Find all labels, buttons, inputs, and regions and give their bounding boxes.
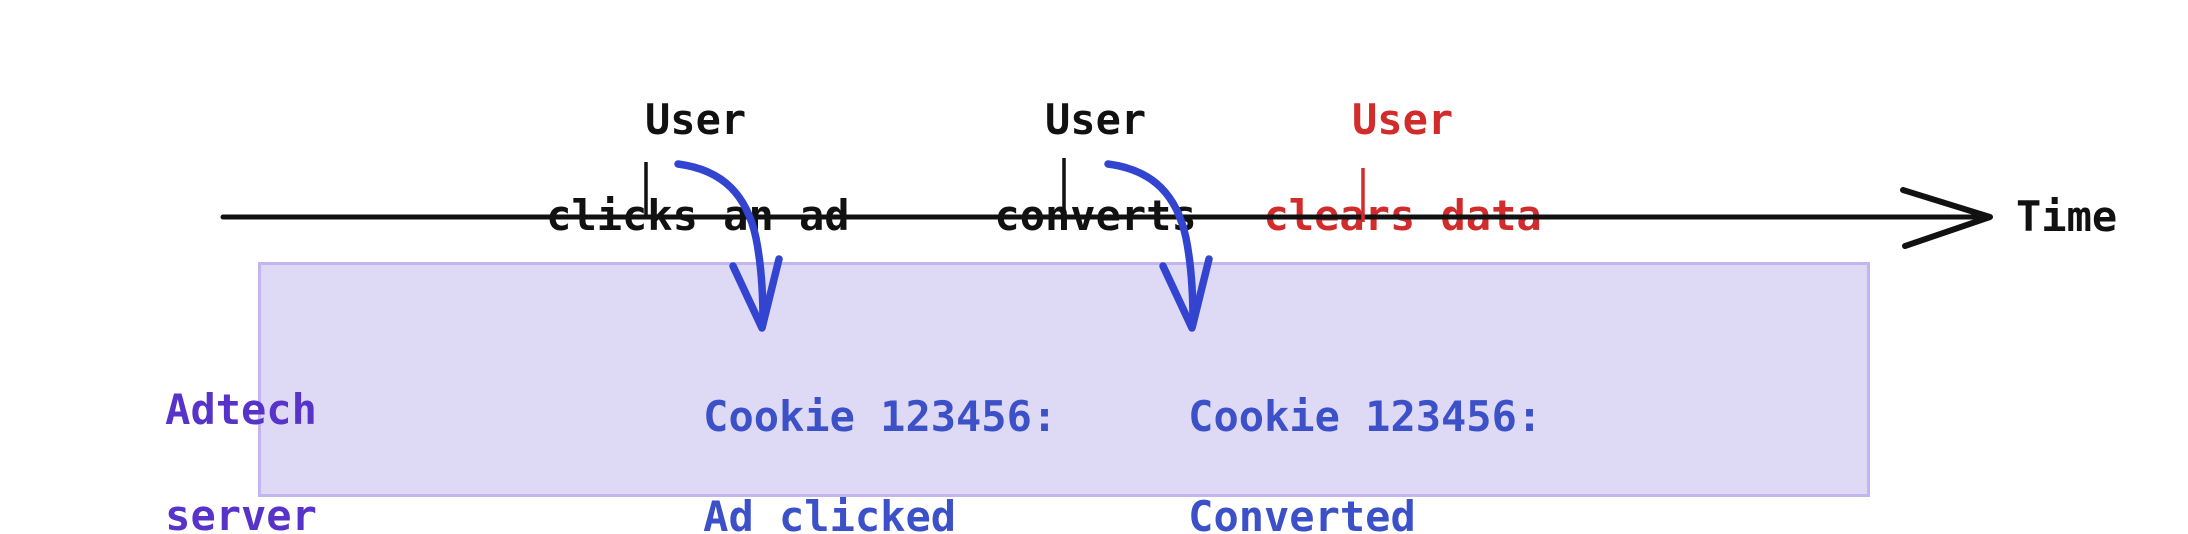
event-label-line1: User [1045, 95, 1147, 144]
cookie-record-line2: Ad clicked [703, 492, 957, 534]
adtech-server-label: Adtech server [64, 330, 317, 534]
event-label-line2: clicks an ad [546, 191, 850, 240]
cookie-record-line1: Cookie 123456: [1188, 392, 1543, 441]
adtech-server-label-line1: Adtech [165, 385, 317, 434]
cookie-record-line2: Converted [1188, 492, 1416, 534]
timeline-arrowhead-icon [1900, 187, 1993, 249]
cookie-record-ad-clicked: Cookie 123456: Ad clicked [602, 342, 1057, 534]
event-label-line1: User [645, 95, 747, 144]
event-label-line1: User [1352, 95, 1454, 144]
event-label-line2: clears data [1263, 191, 1542, 240]
adtech-server-box [258, 262, 1870, 497]
cookie-record-converted: Cookie 123456: Converted [1087, 342, 1542, 534]
event-label-clears-data: User clears data [1152, 48, 1552, 288]
event-label-clicks-ad: User clicks an ad [445, 48, 849, 288]
time-axis-label: Time [2016, 192, 2118, 241]
cookie-record-line1: Cookie 123456: [703, 392, 1058, 441]
adtech-server-label-line2: server [165, 491, 317, 534]
